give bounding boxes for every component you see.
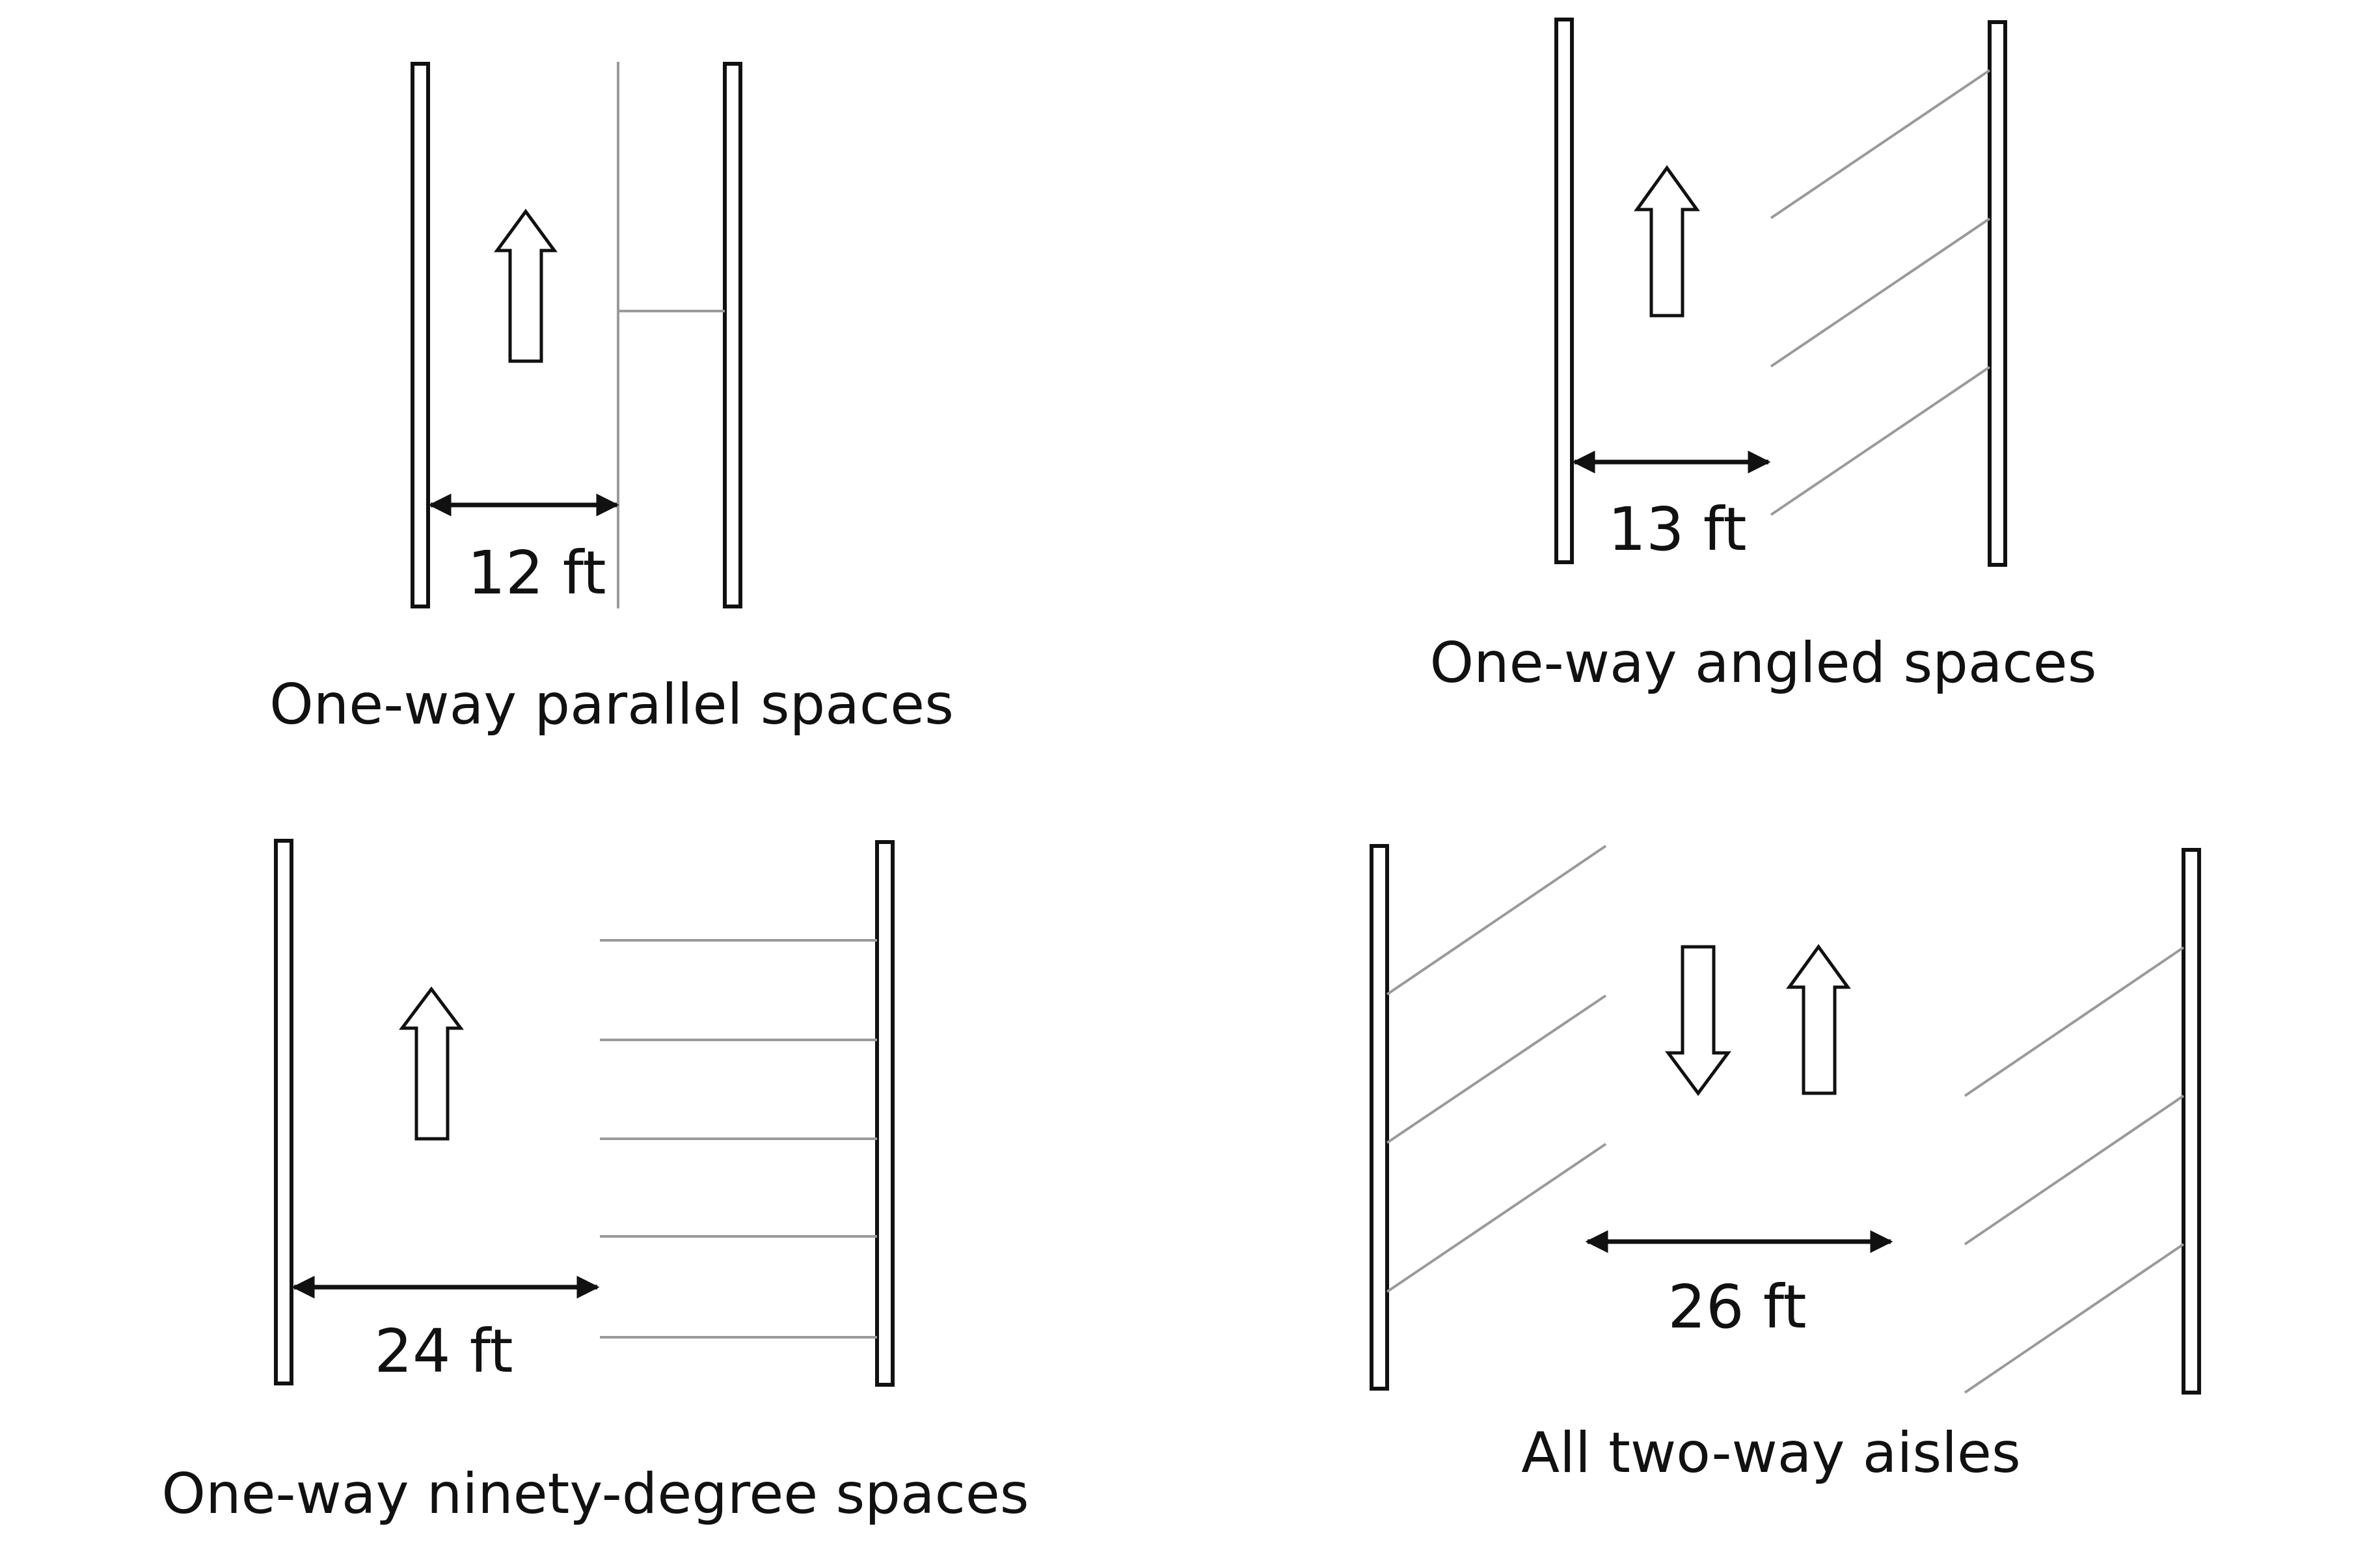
traffic-arrow-up-icon xyxy=(494,208,558,363)
right-curb xyxy=(1988,20,2007,567)
traffic-arrow-up-icon xyxy=(1786,944,1851,1095)
angled-stall-line xyxy=(1964,1095,2185,1246)
panel-parallel: 12 ft One-way parallel spaces xyxy=(269,62,954,737)
dimension-label: 24 ft xyxy=(374,1316,513,1386)
left-curb xyxy=(411,62,430,608)
panel-caption: One-way parallel spaces xyxy=(269,672,954,737)
traffic-arrow-up-icon xyxy=(1634,165,1700,318)
panel-caption: All two-way aisles xyxy=(1521,1421,2021,1486)
traffic-arrow-down-icon xyxy=(1665,945,1731,1096)
panel-angled: 13 ft One-way angled spaces xyxy=(1429,18,2097,696)
dimension-label: 12 ft xyxy=(467,538,606,608)
panel-twoway: 26 ft All two-way aisles xyxy=(1370,844,2201,1486)
left-curb xyxy=(274,839,293,1385)
angled-stall-line xyxy=(1770,217,1991,368)
right-curb xyxy=(723,62,742,608)
dimension-label: 26 ft xyxy=(1668,1272,1806,1342)
angled-stall-line xyxy=(1386,994,1607,1144)
dimension-label: 13 ft xyxy=(1608,495,1746,564)
angled-stall-line xyxy=(1770,69,1991,219)
angled-stall-line xyxy=(1964,946,2185,1097)
right-curb xyxy=(875,840,895,1387)
traffic-arrow-up-icon xyxy=(399,986,464,1141)
angled-stall-line xyxy=(1770,366,1991,516)
angled-stall-line xyxy=(1386,845,1607,996)
panel-ninety: 24 ft One-way ninety-degree spaces xyxy=(161,839,1029,1527)
panel-caption: One-way angled spaces xyxy=(1429,631,2096,696)
left-curb xyxy=(1370,844,1389,1391)
panel-caption: One-way ninety-degree spaces xyxy=(161,1462,1029,1527)
right-curb xyxy=(2182,848,2201,1395)
left-curb xyxy=(1554,18,1574,564)
angled-stall-line xyxy=(1964,1243,2185,1394)
angled-stall-line xyxy=(1386,1143,1607,1293)
